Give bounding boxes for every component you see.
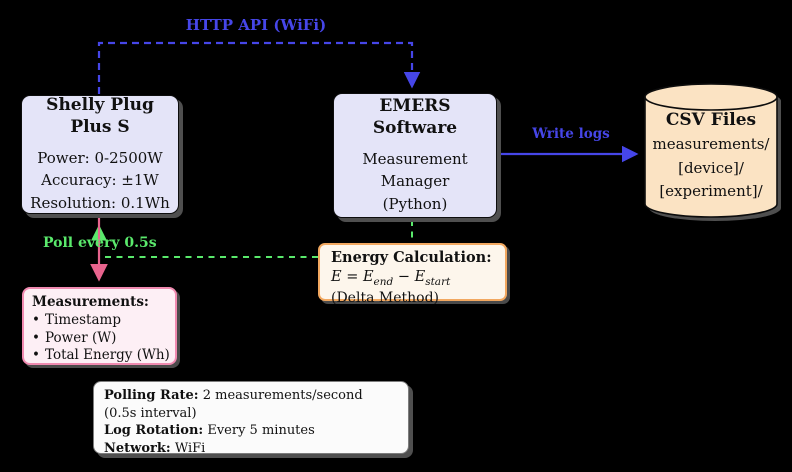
measurements-title: Measurements:	[32, 294, 149, 310]
formula-part: E = E	[331, 268, 374, 285]
csv-line-device: [device]/	[678, 158, 744, 177]
formula-subscript-start: start	[425, 275, 451, 288]
emers-body-line2: Manager	[380, 172, 450, 190]
bullet-icon: •	[32, 311, 40, 328]
node-config-info: Polling Rate: 2 measurements/second (0.5…	[93, 381, 409, 456]
node-shelly-plug: Shelly Plug Plus S Power: 0-2500W Accura…	[21, 95, 179, 214]
energy-note: (Delta Method)	[331, 290, 439, 307]
measurements-item-power: Power (W)	[45, 329, 117, 346]
log-rotation-label: Log Rotation:	[104, 423, 204, 439]
csv-line-measurements: measurements/	[652, 135, 770, 154]
csv-cylinder	[644, 83, 781, 221]
node-energy-calculation: Energy Calculation: E = Eend − Estart (D…	[318, 243, 507, 306]
formula-part: − E	[393, 268, 426, 285]
shelly-spec-resolution: Resolution: 0.1Wh	[30, 193, 170, 212]
polling-rate-value: 2 measurements/second (0.5s interval)	[104, 388, 363, 421]
csv-files-text: CSV Files measurements/ [device]/ [exper…	[645, 107, 777, 203]
measurements-item: • Total Energy (Wh)	[32, 347, 170, 365]
shelly-title-line2: Plus S	[70, 116, 130, 137]
emers-title-line1: EMERS	[379, 96, 451, 116]
shelly-spec-accuracy: Accuracy: ±1W	[41, 171, 159, 189]
formula-subscript-end: end	[373, 275, 394, 288]
emers-title: EMERS Software	[373, 96, 457, 140]
poll-label: Poll every 0.5s	[43, 235, 157, 251]
info-row-polling: Polling Rate: 2 measurements/second (0.5…	[104, 387, 398, 422]
cylinder-top	[644, 83, 778, 111]
polling-rate-label: Polling Rate:	[104, 388, 199, 403]
emers-body-line1: Measurement	[362, 149, 468, 168]
bullet-icon: •	[32, 347, 40, 364]
network-value: WiFi	[170, 441, 206, 457]
emers-body: Measurement Manager (Python)	[362, 148, 467, 216]
http-api-arrow	[97, 41, 421, 94]
measurements-item-timestamp: Timestamp	[45, 311, 121, 328]
measurements-item: • Timestamp	[32, 312, 167, 330]
shelly-title-line1: Shelly Plug	[46, 95, 154, 115]
csv-title: CSV Files	[665, 110, 757, 130]
bullet-icon: •	[32, 329, 40, 346]
info-row-rotation: Log Rotation: Every 5 minutes	[104, 422, 398, 440]
measurements-item-energy: Total Energy (Wh)	[45, 347, 170, 364]
energy-title: Energy Calculation:	[331, 249, 492, 266]
emers-title-line2: Software	[372, 117, 458, 138]
node-emers-software: EMERS Software Measurement Manager (Pyth…	[333, 93, 497, 218]
energy-formula: E = Eend − Estart	[331, 268, 494, 290]
shelly-specs: Power: 0-2500W Accuracy: ±1W Resolution:…	[30, 147, 170, 215]
write-logs-label: Write logs	[532, 126, 610, 142]
network-label: Network:	[104, 441, 171, 457]
shelly-title: Shelly Plug Plus S	[46, 95, 154, 139]
info-row-network: Network: WiFi	[104, 440, 398, 458]
log-rotation-value: Every 5 minutes	[203, 423, 315, 439]
measurements-item: • Power (W)	[32, 330, 167, 348]
emers-body-line3: (Python)	[382, 194, 448, 213]
csv-line-experiment: [experiment]/	[659, 181, 763, 200]
node-measurements: Measurements: • Timestamp • Power (W) • Tot…	[22, 287, 177, 365]
http-api-label: HTTP API (WiFi)	[185, 16, 327, 34]
shelly-spec-power: Power: 0-2500W	[37, 148, 163, 167]
